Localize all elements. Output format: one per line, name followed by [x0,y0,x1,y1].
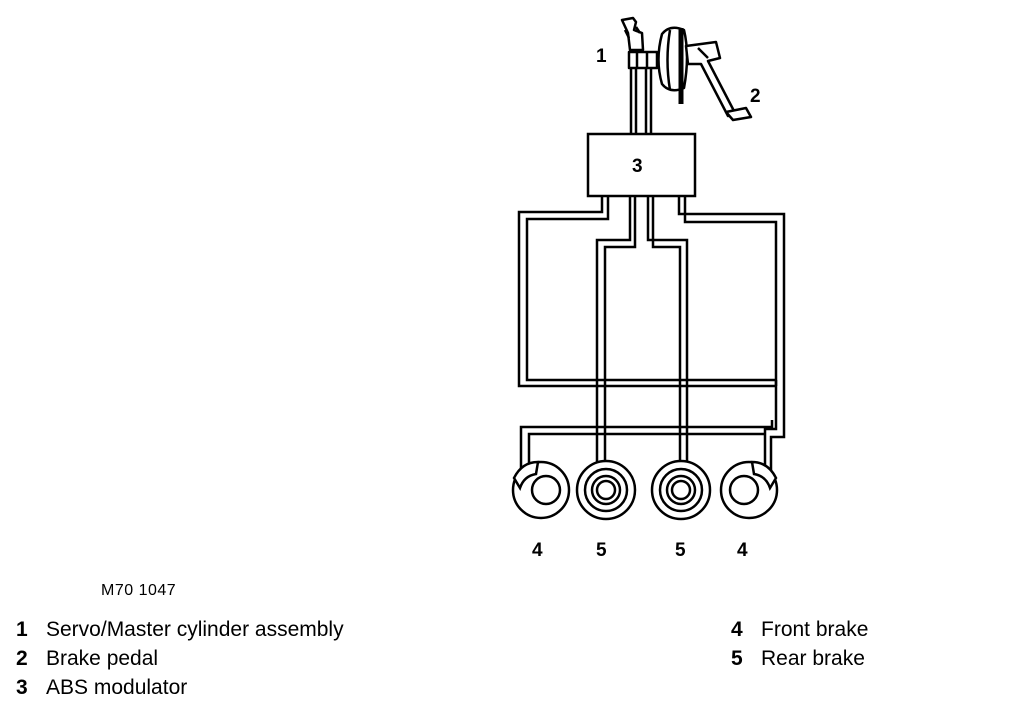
legend-right-column: 4 Front brake 5 Rear brake [731,615,868,673]
front-brake-left [511,460,571,520]
legend-number: 1 [16,618,28,641]
legend-label: Brake pedal [46,647,159,670]
legend-item: 2 Brake pedal [16,644,344,673]
legend-item: 4 Front brake [731,615,868,644]
legend-label: Front brake [761,618,869,641]
callout-rear-right: 5 [675,540,686,561]
legend-number: 3 [16,676,28,699]
callout-front-left: 4 [532,540,543,561]
legend-label: ABS modulator [46,676,188,699]
legend-number: 2 [16,647,28,670]
abs-modulator [586,132,697,198]
legend-item: 5 Rear brake [731,644,868,673]
servo-master-cylinder [620,16,689,104]
brake-pedal [684,40,753,122]
callout-front-right: 4 [737,540,748,561]
legend-label: Rear brake [761,647,865,670]
callout-rear-left: 5 [596,540,607,561]
legend-label: Servo/Master cylinder assembly [46,618,344,641]
front-left-feed [519,420,774,470]
legend-number: 4 [731,618,743,641]
front-right-brake-line [677,196,786,470]
front-brake-right [719,460,779,520]
master-cylinder-lines [629,68,653,134]
legend-item: 3 ABS modulator [16,673,344,702]
rear-brake-left [575,459,637,521]
legend-number: 5 [731,647,743,670]
figure-reference-code: M70 1047 [101,582,177,599]
callout-pedal: 2 [750,86,761,107]
callout-servo: 1 [596,46,607,67]
legend-item: 1 Servo/Master cylinder assembly [16,615,344,644]
rear-brake-lines [595,196,689,470]
legend-left-column: 1 Servo/Master cylinder assembly 2 Brake… [16,615,344,702]
rear-brake-right [650,459,712,521]
callout-modulator: 3 [632,156,643,177]
